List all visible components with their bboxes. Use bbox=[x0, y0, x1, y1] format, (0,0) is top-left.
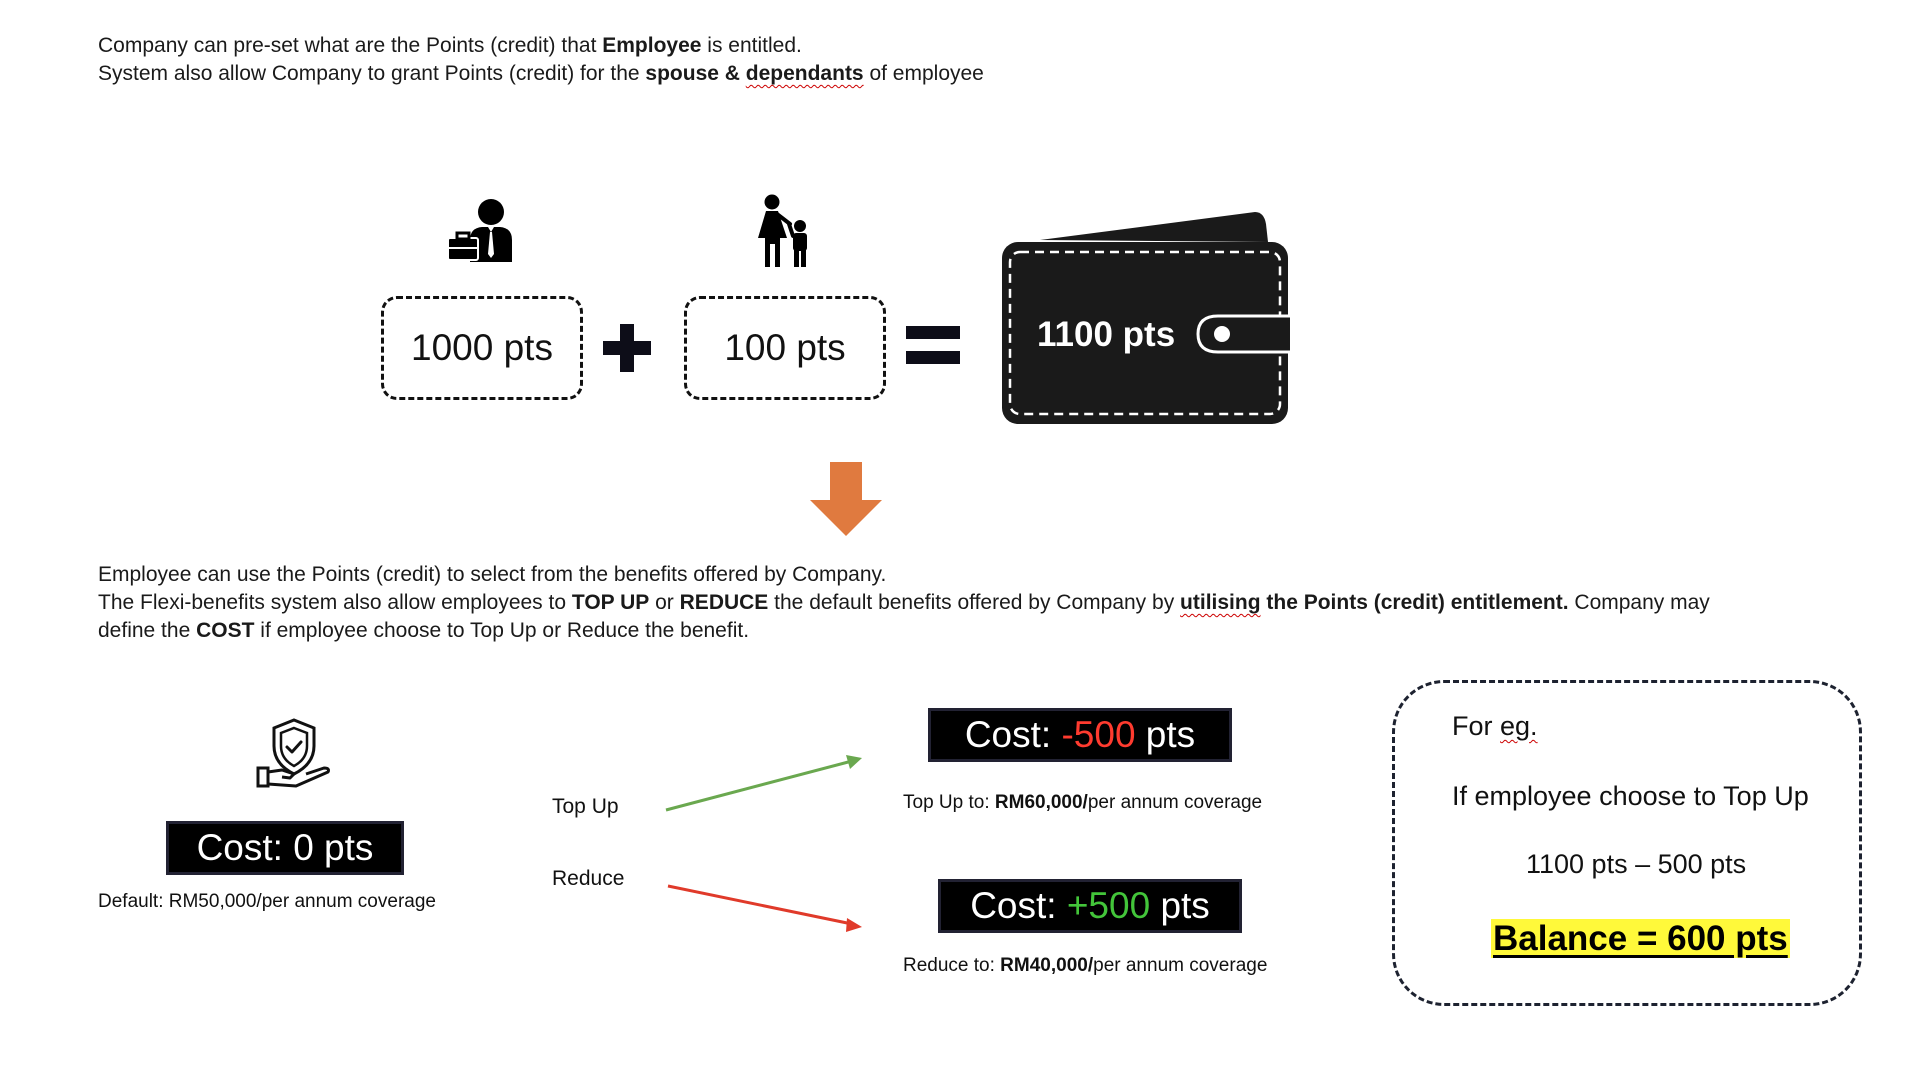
employee-icon bbox=[447, 199, 512, 262]
benefits-text: Employee can use the Points (credit) to … bbox=[98, 561, 1898, 645]
topup-coverage-note: Top Up to: RM60,000/per annum coverage bbox=[903, 792, 1263, 813]
default-cost-label: Cost: 0 pts bbox=[196, 827, 374, 868]
benefits-line-1: Employee can use the Points (credit) to … bbox=[98, 563, 887, 586]
intro-text: Company can pre-set what are the Points … bbox=[98, 32, 984, 88]
benefits-line-3: define the COST if employee choose to To… bbox=[98, 619, 750, 642]
example-line-2: 1100 pts – 500 pts bbox=[1526, 849, 1747, 879]
example-box: For eg. If employee choose to Top Up 110… bbox=[1392, 680, 1862, 1006]
intro-line-2: System also allow Company to grant Point… bbox=[98, 62, 984, 85]
dependant-points-box: 100 pts bbox=[684, 296, 886, 400]
default-coverage-note: Default: RM50,000/per annum coverage bbox=[98, 891, 436, 912]
default-cost-badge: Cost: 0 pts bbox=[166, 821, 404, 875]
reduce-label: Reduce bbox=[552, 867, 625, 890]
reduce-cost-badge: Cost: +500 pts bbox=[938, 879, 1242, 933]
wallet-total: 1100 pts bbox=[1037, 315, 1176, 354]
reduce-cost-value: +500 bbox=[1066, 885, 1151, 926]
family-icon bbox=[758, 194, 807, 267]
down-arrow-icon bbox=[810, 462, 882, 536]
example-balance: Balance = 600 pts bbox=[1491, 919, 1790, 959]
topup-label: Top Up bbox=[552, 795, 619, 818]
dependant-points-value: 100 pts bbox=[724, 327, 846, 368]
reduce-coverage-note: Reduce to: RM40,000/per annum coverage bbox=[903, 955, 1268, 976]
employee-points-box: 1000 pts bbox=[381, 296, 583, 400]
example-line-1: If employee choose to Top Up bbox=[1452, 781, 1809, 811]
topup-cost-suffix: pts bbox=[1135, 714, 1196, 755]
equals-icon bbox=[906, 326, 960, 364]
balance-highlight: Balance = 600 pts bbox=[1491, 919, 1790, 958]
topup-cost-badge: Cost: -500 pts bbox=[928, 708, 1232, 762]
topup-cost-prefix: Cost: bbox=[964, 714, 1062, 755]
plus-icon bbox=[603, 324, 651, 372]
reduce-arrow bbox=[667, 884, 862, 932]
reduce-cost-suffix: pts bbox=[1150, 885, 1210, 926]
benefits-line-2: The Flexi-benefits system also allow emp… bbox=[98, 591, 1710, 614]
employee-points-value: 1000 pts bbox=[411, 327, 553, 368]
reduce-cost-prefix: Cost: bbox=[970, 885, 1067, 926]
example-heading: For eg. bbox=[1452, 711, 1538, 741]
intro-line-1: Company can pre-set what are the Points … bbox=[98, 34, 802, 57]
wallet-icon bbox=[1002, 212, 1290, 424]
topup-arrow bbox=[665, 755, 862, 812]
shield-hand-icon bbox=[256, 718, 330, 788]
topup-cost-value: -500 bbox=[1061, 714, 1136, 755]
